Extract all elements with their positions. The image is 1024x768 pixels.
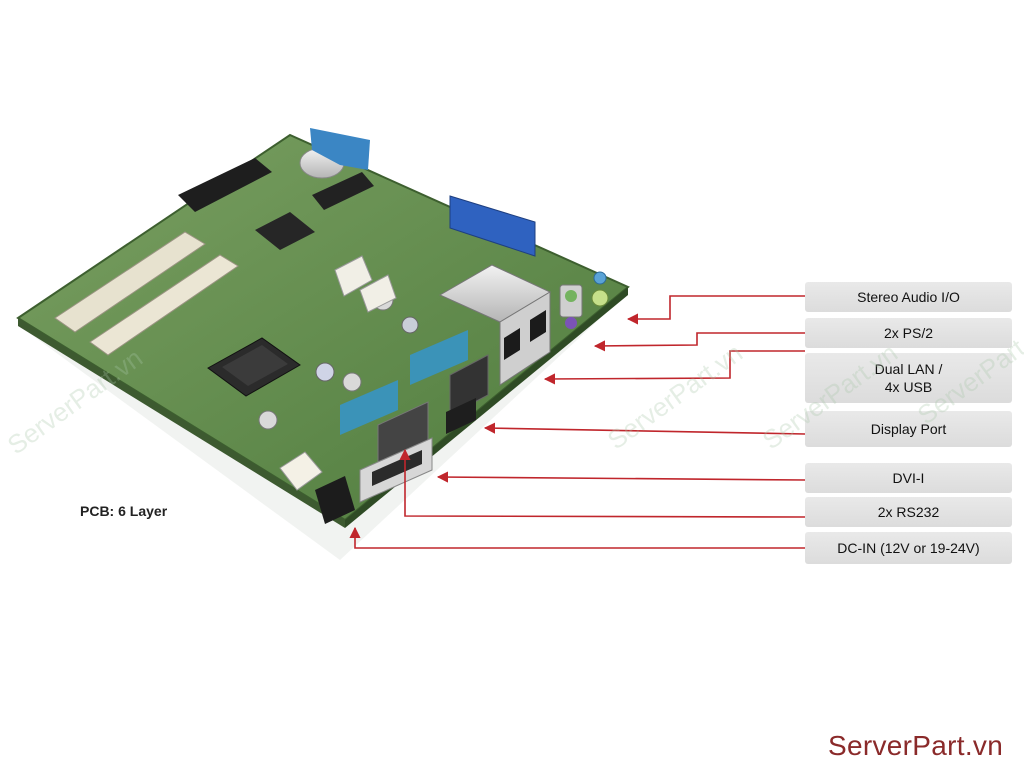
capacitor: [258, 410, 278, 430]
display-port: [446, 398, 476, 434]
arrow-stereo-audio: [626, 295, 805, 325]
callout-ps2: 2x PS/2: [805, 318, 1012, 348]
callout-text: DVI-I: [892, 470, 925, 486]
callout-text: 2x RS232: [877, 504, 940, 520]
dc-in-jack: [315, 476, 355, 524]
callout-text: Dual LAN /: [874, 361, 943, 377]
callout-text: Display Port: [870, 421, 947, 437]
sata-connector: [359, 274, 397, 313]
callout-display-port: Display Port: [805, 411, 1012, 447]
pcb-edge: [18, 318, 345, 528]
capacitor: [342, 372, 362, 392]
arrow-dc-in: [349, 526, 805, 549]
callout-text: 4x USB: [884, 379, 933, 395]
callout-stereo-audio: Stereo Audio I/O: [805, 282, 1012, 312]
callout-dc-in: DC-IN (12V or 19-24V): [805, 532, 1012, 564]
pci-slot-2: [89, 254, 239, 356]
header-block-2: [312, 172, 374, 210]
pci-slot-1: [54, 231, 206, 333]
arrow-ps2: [593, 332, 805, 352]
callout-rs232: 2x RS232: [805, 497, 1012, 527]
serial-port-cover: [340, 380, 398, 435]
callout-text: Stereo Audio I/O: [857, 289, 960, 305]
chipset: [255, 212, 315, 250]
capacitor: [401, 316, 419, 334]
arrow-display-port: [483, 422, 806, 435]
serial-port: [449, 354, 489, 416]
blue-header: [449, 195, 536, 257]
blue-clip: [310, 128, 370, 170]
audio-jack: [591, 289, 609, 307]
serial-port-cover: [410, 330, 468, 385]
arrow-rs232: [399, 448, 806, 518]
callout-lan-usb: Dual LAN / 4x USB: [805, 353, 1012, 403]
brand-watermark: ServerPart.vn: [828, 730, 1004, 761]
power-header: [279, 451, 323, 491]
lan-port: [530, 310, 546, 342]
callout-text: 2x PS/2: [883, 325, 934, 341]
header-block-1: [178, 158, 272, 212]
arrow-lan-usb: [543, 350, 805, 385]
arrow-dvi: [436, 471, 806, 483]
capacitor: [315, 362, 335, 382]
callout-text: DC-IN (12V or 19-24V): [837, 540, 980, 556]
sata-connector: [334, 255, 373, 297]
lan-port: [504, 328, 520, 360]
callout-dvi: DVI-I: [805, 463, 1012, 493]
callout-arrows: [349, 295, 806, 549]
pcb-layer-label: PCB: 6 Layer: [80, 503, 168, 519]
